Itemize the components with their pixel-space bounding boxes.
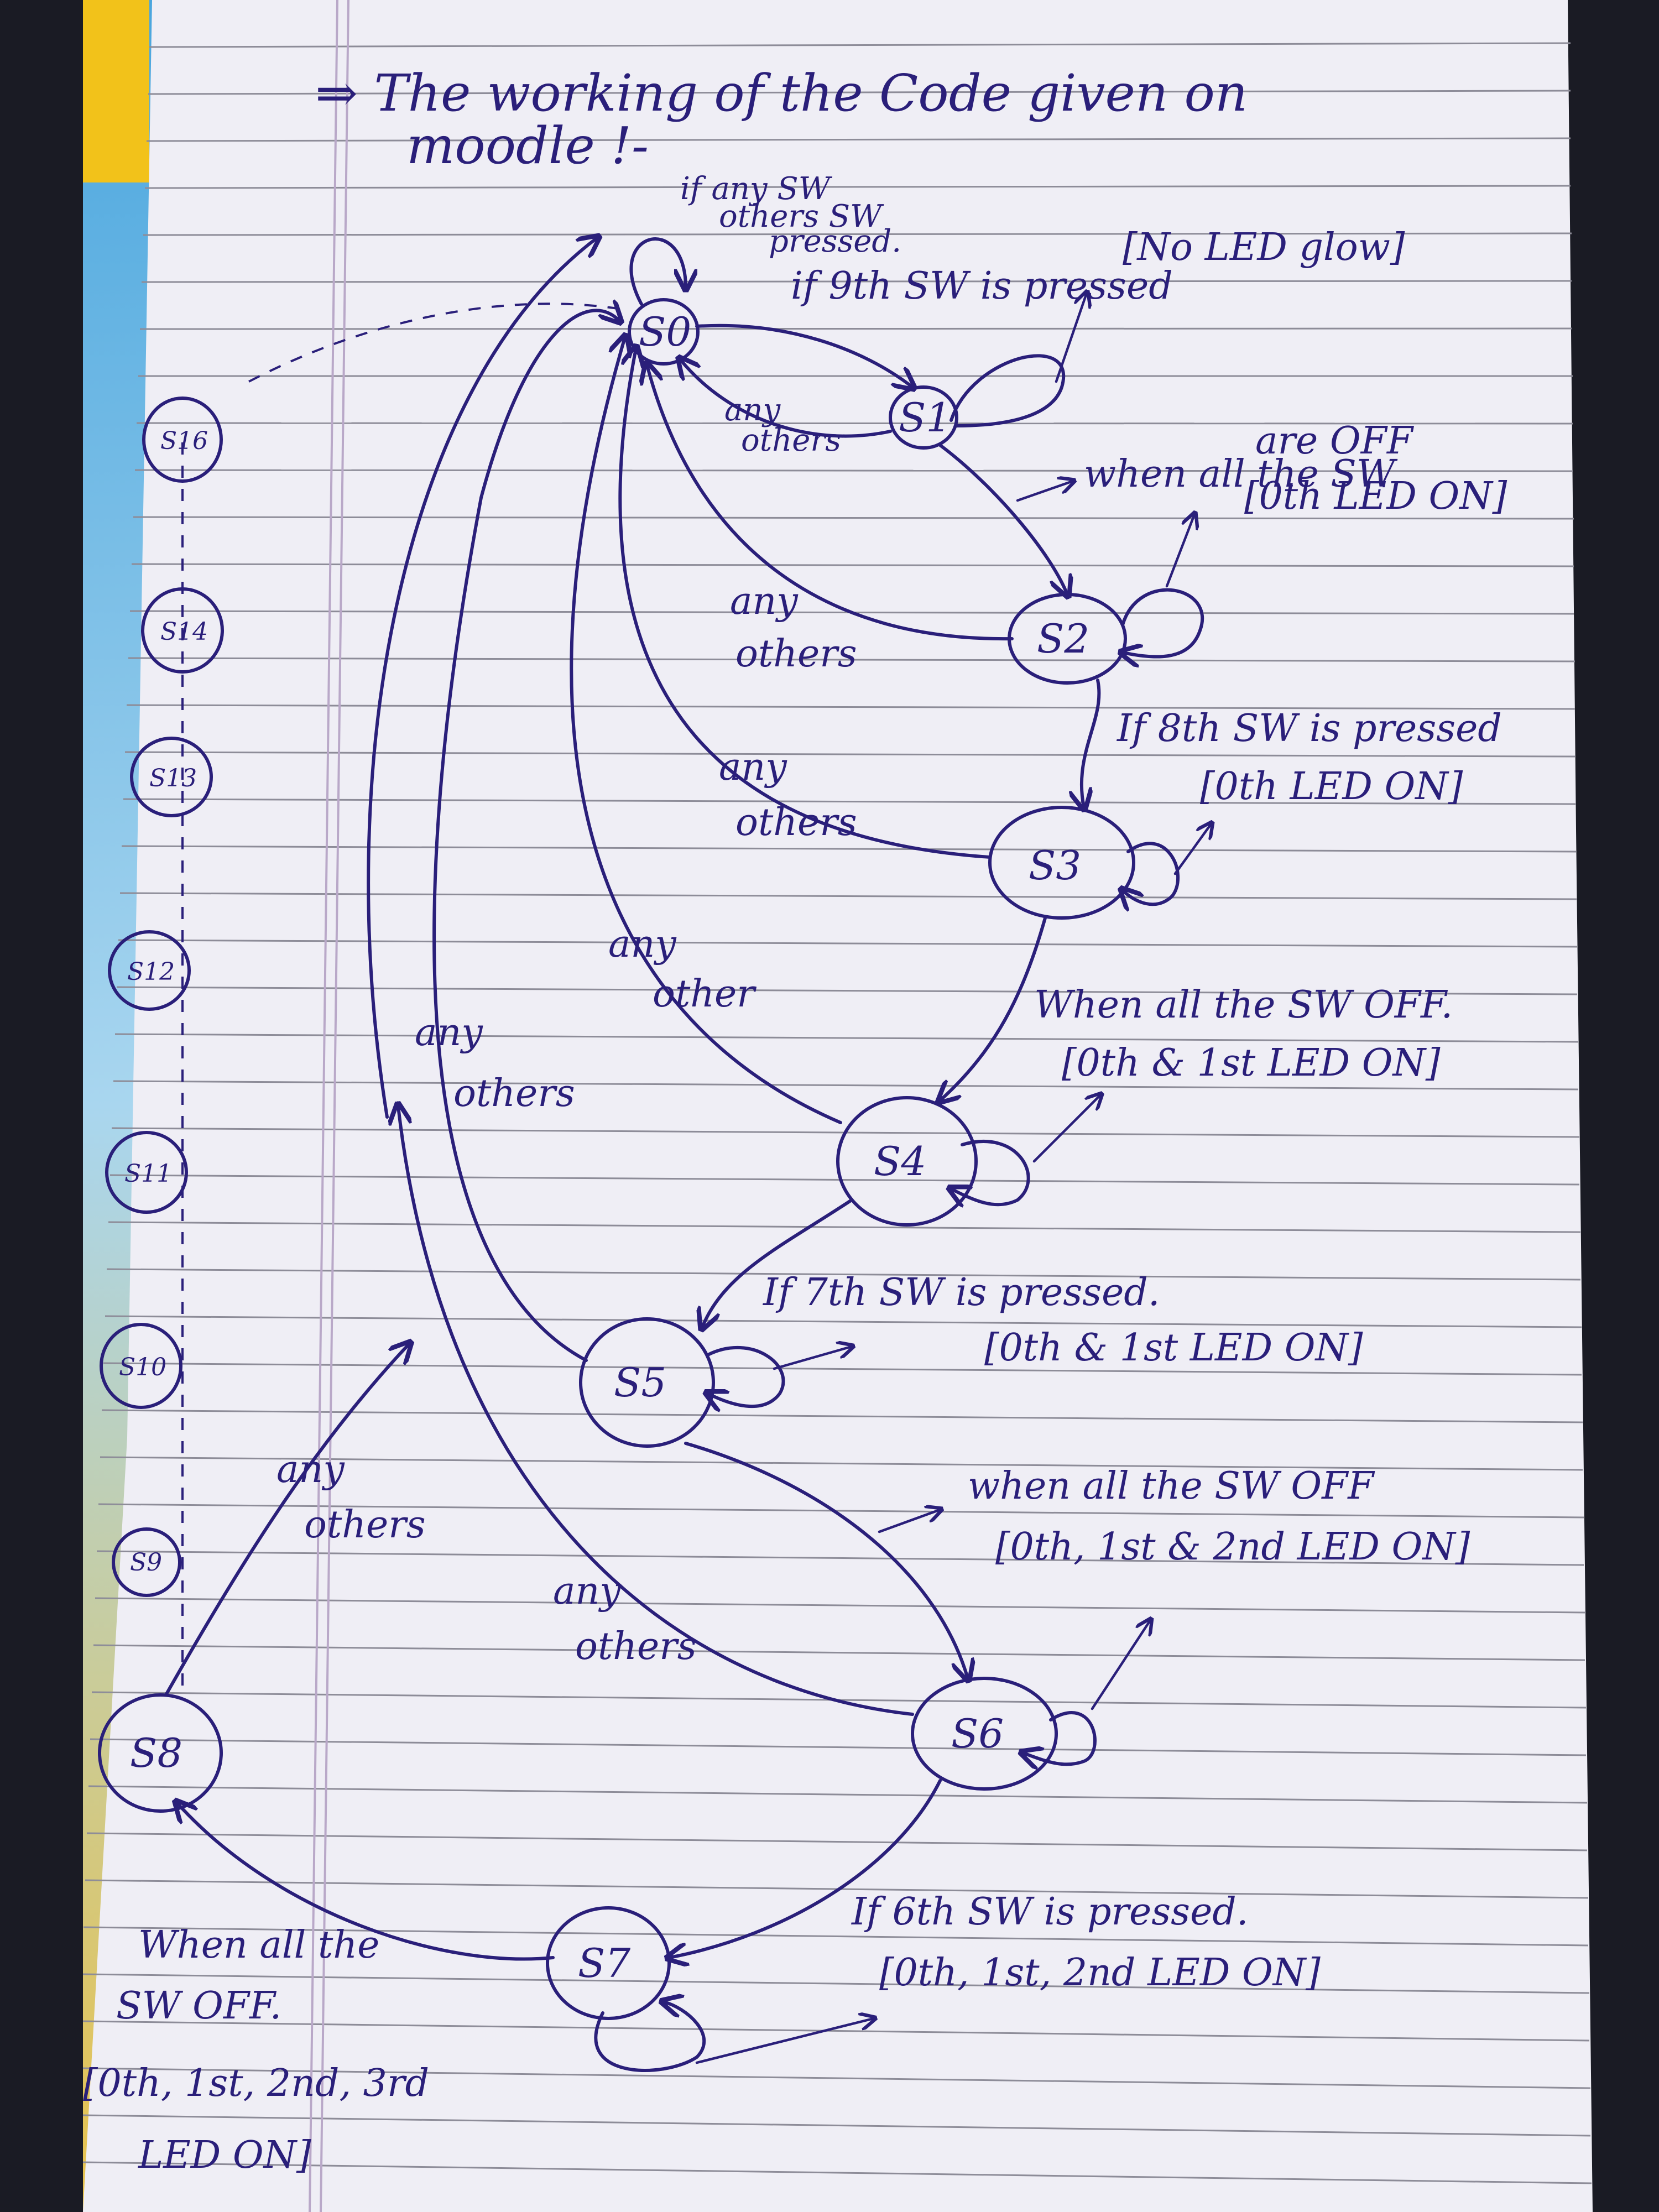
return-transitions xyxy=(164,238,1014,1716)
state-s5: S5 xyxy=(579,1317,715,1448)
state-s6: S6 xyxy=(911,1677,1058,1791)
any-label-s3: any xyxy=(719,745,787,789)
any-label-s8: any xyxy=(276,1448,345,1491)
s1-s2-note-3: [0th LED ON] xyxy=(1244,474,1507,518)
self-loops xyxy=(594,237,1211,2072)
others-label-s6: others xyxy=(575,1625,697,1668)
side-state-s13: S13 xyxy=(149,764,197,792)
s7-s8-note-3: [0th, 1st, 2nd, 3rd xyxy=(83,2062,429,2105)
ruled-lines xyxy=(82,42,1592,2184)
s0-loop-note-2: others SW xyxy=(719,199,884,234)
binder-yellow-edge xyxy=(83,0,149,182)
state-s4: S4 xyxy=(836,1096,978,1227)
s7-s8-note-4: LED ON] xyxy=(137,2133,311,2177)
any-label-s4: any xyxy=(608,922,677,966)
side-state-s10: S10 xyxy=(119,1353,166,1381)
state-s0-label: S0 xyxy=(639,309,691,355)
state-s1-label: S1 xyxy=(899,394,951,441)
forward-transitions xyxy=(177,324,1101,1959)
title-line-2: moodle !- xyxy=(406,116,649,175)
others-label-s8: others xyxy=(304,1503,426,1547)
state-s2-label: S2 xyxy=(1037,615,1089,662)
state-s3: S3 xyxy=(988,806,1135,920)
state-s7-label: S7 xyxy=(578,1940,630,1986)
any-label-s6: any xyxy=(553,1569,622,1613)
s2-s3-note-2: [0th LED ON] xyxy=(1200,765,1463,808)
side-state-s11: S11 xyxy=(124,1160,172,1188)
others-label-s2: others xyxy=(735,632,857,676)
s0-s1-note-2: [No LED glow] xyxy=(1123,226,1405,269)
side-state-s9: S9 xyxy=(130,1548,162,1577)
state-s6-label: S6 xyxy=(951,1710,1004,1757)
s2-s3-note-1: If 8th SW is pressed xyxy=(1116,707,1502,750)
any-label-s1: any xyxy=(724,392,781,428)
s0-loop-note-1: if any SW xyxy=(680,171,833,207)
s6-s7-note-2: [0th, 1st, 2nd LED ON] xyxy=(879,1951,1321,1995)
s3-s4-note-1: When all the SW OFF. xyxy=(1034,983,1453,1027)
s4-s5-note-1: If 7th SW is pressed. xyxy=(762,1271,1160,1314)
state-s8: S8 xyxy=(98,1693,223,1813)
any-label-s2: any xyxy=(730,580,799,623)
margin-lines xyxy=(309,0,349,2212)
side-state-s16: S16 xyxy=(160,427,208,455)
state-s3-label: S3 xyxy=(1029,842,1081,889)
s0-s1-note-1: if 9th SW is pressed xyxy=(791,264,1173,308)
others-label-s3: others xyxy=(735,801,857,844)
side-state-s14: S14 xyxy=(160,618,208,646)
s5-s6-note-1: when all the SW OFF xyxy=(968,1464,1375,1508)
side-state-chain: S16 S14 S13 S12 S11 S10 S9 xyxy=(100,302,625,1692)
title-line-1: ⇒ The working of the Code given on xyxy=(315,64,1248,123)
s0-loop-note-3: pressed. xyxy=(769,223,901,259)
other-label-s4: other xyxy=(653,972,757,1016)
s1-s2-note-2: are OFF xyxy=(1255,419,1415,463)
s3-s4-note-2: [0th & 1st LED ON] xyxy=(1062,1041,1441,1085)
others-label-s5: others xyxy=(453,1072,575,1115)
s4-s5-note-2: [0th & 1st LED ON] xyxy=(984,1326,1363,1370)
side-state-s12: S12 xyxy=(127,958,175,986)
state-s1: S1 xyxy=(889,385,958,450)
s7-s8-note-2: SW OFF. xyxy=(116,1984,281,2028)
state-s0: S0 xyxy=(628,298,700,366)
state-s7: S7 xyxy=(546,1906,671,2020)
s5-s6-note-2: [0th, 1st & 2nd LED ON] xyxy=(995,1525,1470,1569)
s7-s8-note-1: When all the xyxy=(138,1923,379,1967)
s1-s2-note-1: when all the SW xyxy=(1084,452,1398,496)
state-s4-label: S4 xyxy=(874,1138,926,1185)
s6-s7-note-1: If 6th SW is pressed. xyxy=(851,1890,1248,1934)
any-label-s5: any xyxy=(415,1011,483,1055)
state-s5-label: S5 xyxy=(614,1359,666,1406)
others-label-s1: others xyxy=(741,422,841,458)
state-s8-label: S8 xyxy=(130,1730,182,1776)
notebook-paper xyxy=(83,0,1593,2212)
